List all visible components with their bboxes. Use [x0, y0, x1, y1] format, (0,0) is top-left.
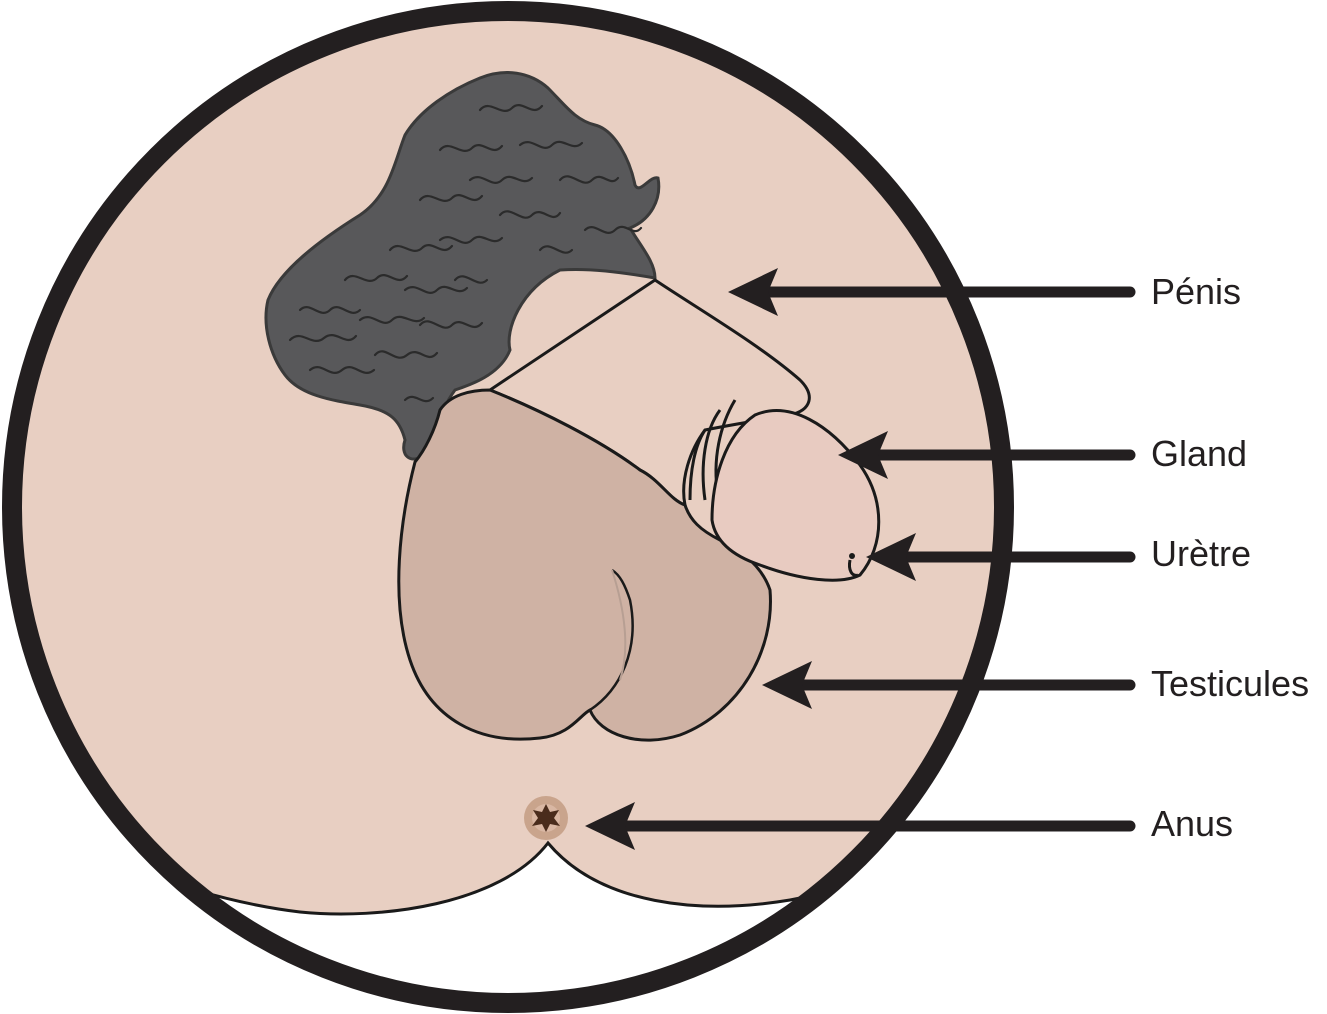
label-testicles: Testicules [1151, 663, 1309, 704]
label-penis: Pénis [1151, 271, 1241, 312]
label-urethra: Urètre [1151, 533, 1251, 574]
urethra-dot [849, 553, 855, 559]
anus [524, 796, 568, 840]
label-glans: Gland [1151, 433, 1247, 474]
label-anus: Anus [1151, 803, 1233, 844]
